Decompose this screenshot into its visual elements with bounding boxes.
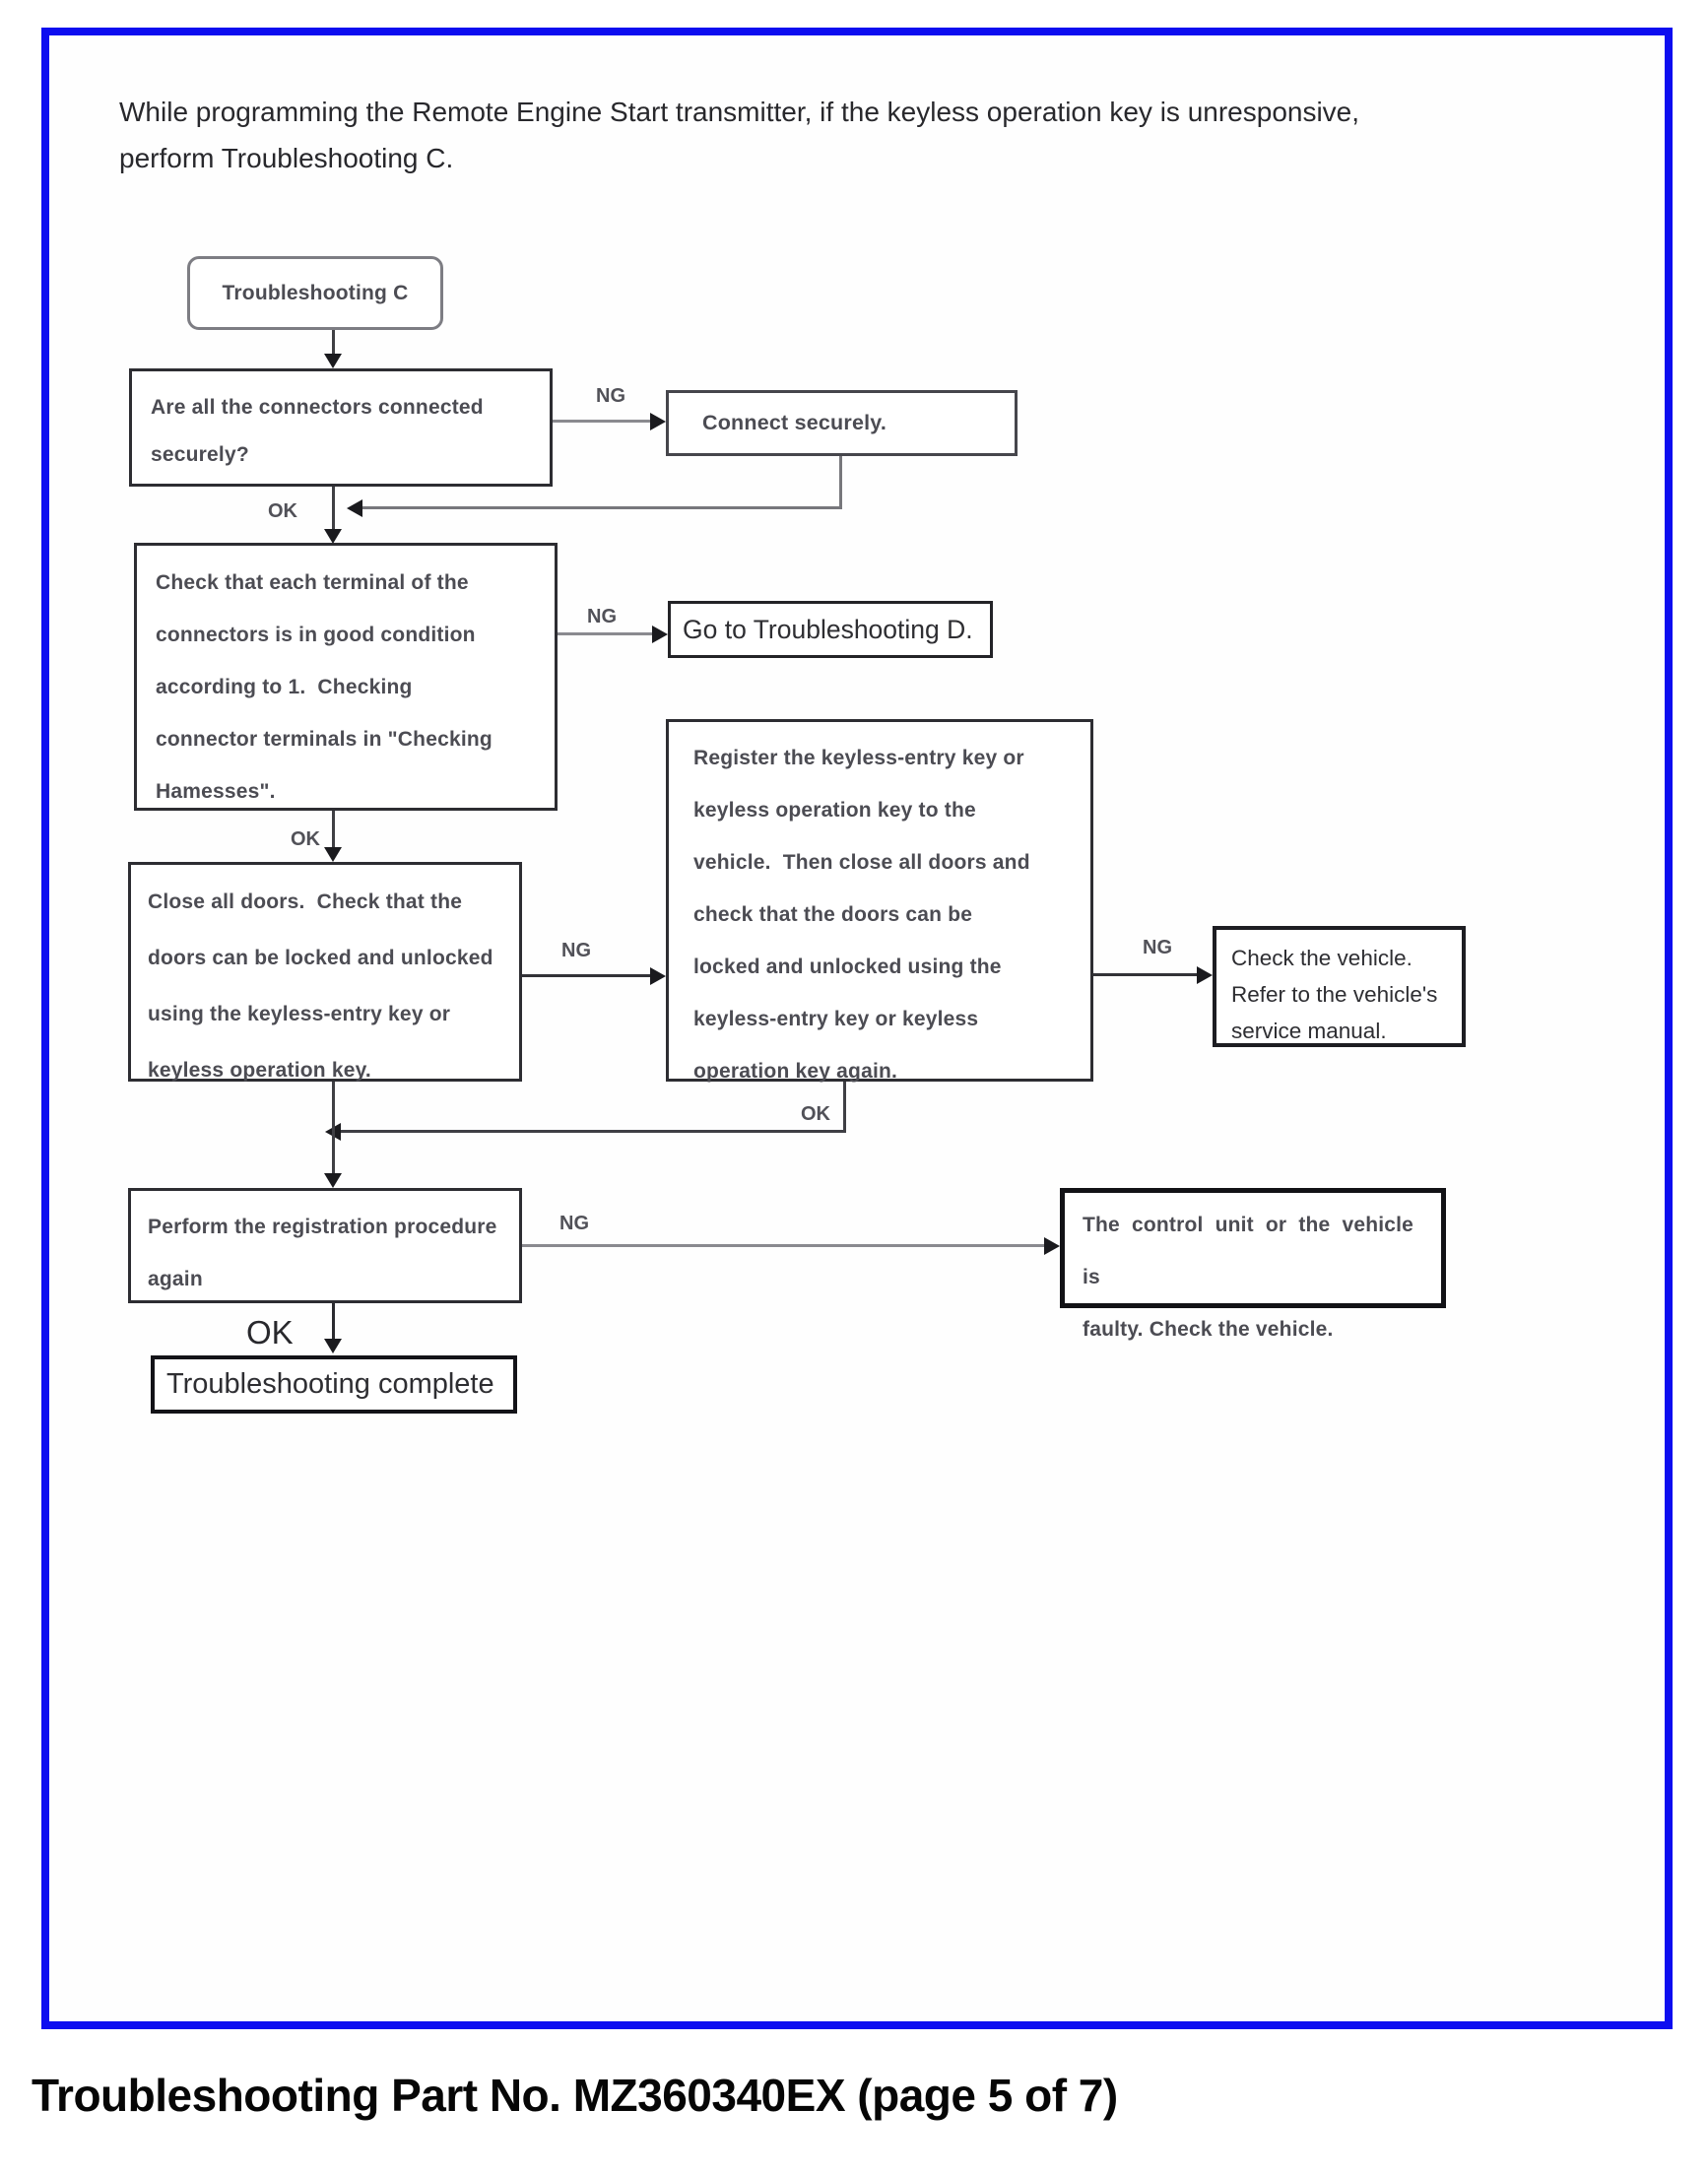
ng-label-4: NG [1143,937,1172,958]
connector-ng-to-faulty [522,1244,1046,1247]
arrowhead-down-icon [324,354,342,368]
flow-node-perform-registration: Perform the registration procedure again [128,1188,522,1303]
ng-label-1: NG [596,385,625,407]
ok-label-large: OK [246,1314,294,1351]
arrowhead-down-icon [324,1173,342,1188]
arrowhead-right-icon [652,626,668,643]
flow-node-goto-troubleshooting-d: Go to Troubleshooting D. [668,601,993,658]
connector-boxd-to-complete [332,1303,335,1340]
ng-label-2: NG [587,606,617,627]
connector-register-ok-vertical [843,1082,846,1132]
connector-register-ok-horizontal [341,1130,846,1133]
connector-feedback-horizontal [362,506,842,509]
ok-label-1: OK [268,500,297,522]
arrowhead-right-icon [650,413,666,430]
connector-ng-to-checkvehicle [1093,973,1197,976]
flow-node-connect-securely: Connect securely. [666,390,1018,456]
flow-node-troubleshooting-complete: Troubleshooting complete [151,1355,517,1414]
flow-node-start: Troubleshooting C [187,256,443,330]
connector-ng-to-connect [553,420,651,423]
connector-feedback-vertical [839,456,842,509]
connector-ng-to-register [522,974,650,977]
flow-node-register-key: Register the keyless-entry key or keyles… [666,719,1093,1083]
arrowhead-down-icon [324,847,342,862]
arrowhead-right-icon [1197,966,1213,984]
ok-label-2: OK [291,828,320,850]
arrowhead-right-icon [1044,1237,1060,1255]
arrowhead-left-icon [347,499,362,517]
intro-text: While programming the Remote Engine Star… [119,97,1360,173]
connector-boxb-to-boxc [332,811,335,848]
arrowhead-down-icon [324,529,342,544]
connector-ng-to-gotod [558,632,652,635]
ng-label-5: NG [559,1213,589,1234]
flow-node-connectors-question: Are all the connectors connected securel… [129,368,553,487]
flow-node-control-unit-faulty: The control unit or the vehicle is fault… [1060,1188,1446,1341]
flow-node-check-vehicle: Check the vehicle. Refer to the vehicle'… [1213,926,1466,1047]
page-border: While programming the Remote Engine Star… [41,28,1673,2029]
arrowhead-down-icon [324,1339,342,1353]
flow-node-check-terminals: Check that each terminal of the connecto… [134,543,558,811]
connector-boxc-to-boxd [332,1082,335,1174]
flow-node-close-doors-check: Close all doors. Check that the doors ca… [128,862,522,1082]
connector-boxa-to-boxb [332,487,335,530]
ng-label-3: NG [561,940,591,961]
ok-label-3: OK [801,1103,830,1125]
arrowhead-right-icon [650,967,666,985]
page-caption: Troubleshooting Part No. MZ360340EX (pag… [32,2070,1118,2121]
connector-start-to-boxa [332,330,335,356]
